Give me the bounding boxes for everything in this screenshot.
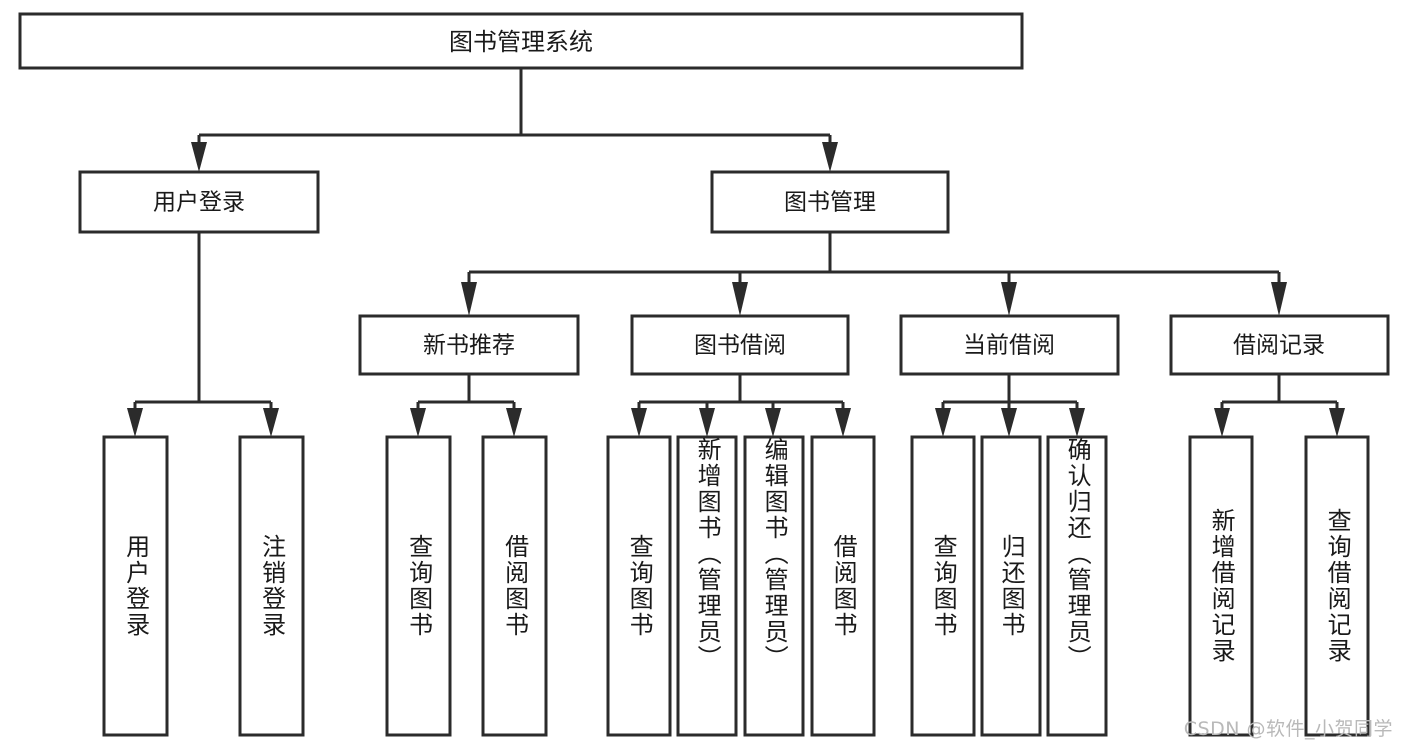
csdn-watermark: CSDN @软件_小贺同学 <box>1183 718 1393 740</box>
leaf-box-records-1[interactable] <box>1304 435 1370 737</box>
leaf-box-borrow-1[interactable] <box>676 435 738 737</box>
node-book-management[interactable] <box>710 170 950 234</box>
connector-borrow-to-leaves <box>631 374 851 437</box>
node-label-new-book-recommend: 新书推荐 <box>423 333 515 359</box>
node-user-login[interactable] <box>78 170 320 234</box>
connector-userlogin-to-leaves <box>127 232 279 437</box>
node-current-borrow[interactable] <box>899 314 1120 376</box>
connector-root-to-level2 <box>191 68 838 172</box>
connector-records-to-leaves <box>1214 374 1345 437</box>
leaf-box-records-0[interactable] <box>1188 435 1254 737</box>
leaf-box-borrow-3[interactable] <box>810 435 876 737</box>
leaf-box-new-book-0[interactable] <box>385 435 452 737</box>
node-new-book-recommend[interactable] <box>358 314 580 376</box>
node-label-user-login: 用户登录 <box>153 190 245 216</box>
node-root[interactable] <box>18 12 1024 70</box>
connector-current-to-leaves <box>935 374 1085 437</box>
leaf-box-current-0[interactable] <box>910 435 976 737</box>
leaf-box-current-1[interactable] <box>980 435 1042 737</box>
node-label-borrow-records: 借阅记录 <box>1233 333 1325 359</box>
node-label-book-borrow: 图书借阅 <box>694 333 786 359</box>
node-label-root: 图书管理系统 <box>449 28 593 56</box>
leaf-box-new-book-1[interactable] <box>481 435 548 737</box>
node-borrow-records[interactable] <box>1169 314 1390 376</box>
leaf-box-user-login-1[interactable] <box>238 435 305 737</box>
node-book-borrow[interactable] <box>630 314 850 376</box>
leaf-box-borrow-2[interactable] <box>743 435 805 737</box>
leaf-box-user-login-0[interactable] <box>102 435 169 737</box>
leaf-box-current-2[interactable] <box>1046 435 1108 737</box>
node-label-current-borrow: 当前借阅 <box>963 333 1055 359</box>
node-label-book-management: 图书管理 <box>784 190 876 216</box>
connector-newbook-to-leaves <box>410 374 522 437</box>
leaf-box-borrow-0[interactable] <box>606 435 672 737</box>
connector-bookmgmt-to-level3 <box>461 232 1287 316</box>
